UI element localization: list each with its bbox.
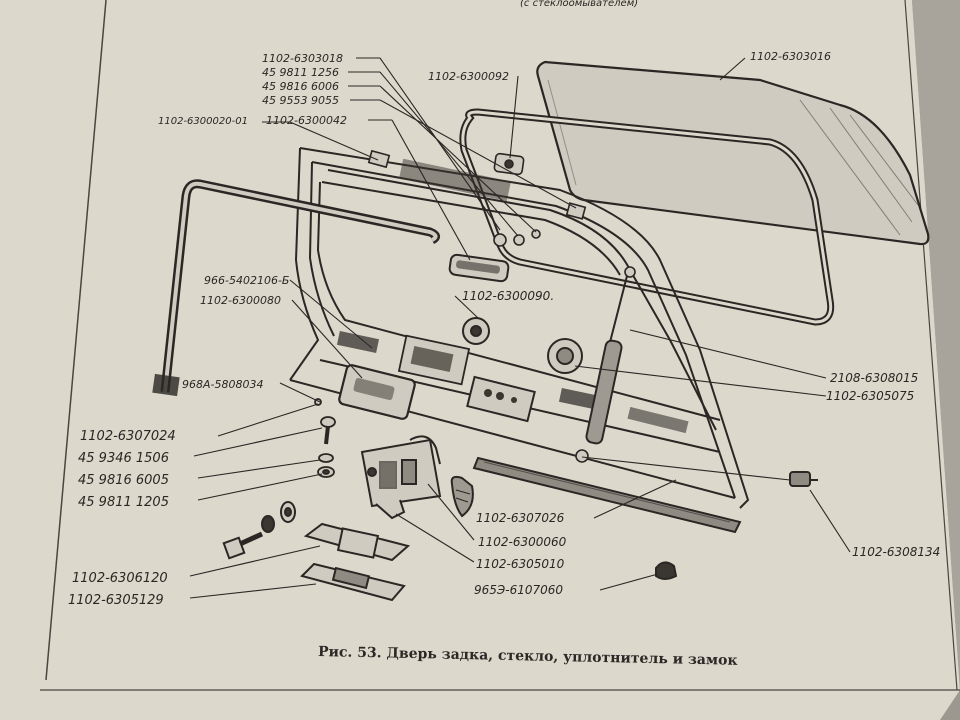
header-snippet: (с стеклоомывателем) xyxy=(520,0,638,9)
page-border-left xyxy=(45,0,107,681)
adjusting-stop xyxy=(789,471,818,487)
label-965E-6107060: 965Э-6107060 xyxy=(474,583,563,597)
gas-strut xyxy=(575,266,636,463)
label-1102-6307024: 1102-6307024 xyxy=(80,429,176,444)
label-45-9553-9055: 45 9553 9055 xyxy=(262,94,339,107)
small-screw xyxy=(314,398,336,478)
label-1102-6305075: 1102-6305075 xyxy=(826,389,914,403)
page-border-right xyxy=(904,0,958,691)
label-1102-6300090: 1102-6300090. xyxy=(462,289,554,303)
lock-plate xyxy=(466,375,536,423)
label-1102-6300092: 1102-6300092 xyxy=(428,70,509,83)
label-1102-6307026: 1102-6307026 xyxy=(476,511,565,525)
lock-mechanism xyxy=(360,435,442,520)
label-45-9811-1256: 45 9811 1256 xyxy=(262,66,339,79)
panel-hatch-mid xyxy=(558,387,602,411)
label-1102-6306120: 1102-6306120 xyxy=(72,571,168,586)
frame-bumper xyxy=(448,253,510,283)
rubber-bumper xyxy=(655,561,678,580)
striker-plate xyxy=(303,522,411,562)
window-glass xyxy=(536,60,930,246)
label-1102-6300042: 1102-6300042 xyxy=(266,114,347,127)
lock-cylinder xyxy=(450,475,474,518)
label-1102-6300080: 1102-6300080 xyxy=(200,294,281,307)
frame-fasteners xyxy=(367,149,587,247)
grommets xyxy=(462,317,583,374)
label-45-9346-1506: 45 9346 1506 xyxy=(78,451,169,466)
label-1102-6308134: 1102-6308134 xyxy=(852,545,940,559)
label-1102-6303016: 1102-6303016 xyxy=(750,50,831,63)
label-45-9811-1205: 45 9811 1205 xyxy=(78,495,169,510)
upper-grille xyxy=(399,158,511,202)
bolt-left xyxy=(222,501,296,560)
leader-lines xyxy=(189,57,851,599)
page-shadow-edge xyxy=(912,0,960,690)
latch-recess xyxy=(397,334,471,386)
label-1102-6305129: 1102-6305129 xyxy=(68,593,164,608)
lower-seal xyxy=(472,456,742,534)
side-seal-strip xyxy=(152,179,440,397)
label-45-9816-6005: 45 9816 6005 xyxy=(78,473,169,488)
label-1102-6300060: 1102-6300060 xyxy=(478,535,567,549)
label-1102-6300020-01: 1102-6300020-01 xyxy=(158,116,248,127)
part-number-labels: 1102-6303018 45 9811 1256 45 9816 6006 4… xyxy=(68,50,940,608)
striker-base xyxy=(300,562,406,602)
label-1102-6303018: 1102-6303018 xyxy=(262,52,343,65)
label-1102-6305010: 1102-6305010 xyxy=(476,557,565,571)
handle-cover xyxy=(338,364,416,420)
label-968A-5808034: 968А-5808034 xyxy=(182,378,263,391)
label-2108-6308015: 2108-6308015 xyxy=(830,371,918,385)
panel-hatch-left xyxy=(336,330,380,354)
glass-seal xyxy=(459,108,835,326)
panel-hatch-right xyxy=(627,406,689,434)
label-966-5402106-B: 966-5402106-Б xyxy=(204,274,289,287)
label-45-9816-6006: 45 9816 6006 xyxy=(262,80,339,93)
